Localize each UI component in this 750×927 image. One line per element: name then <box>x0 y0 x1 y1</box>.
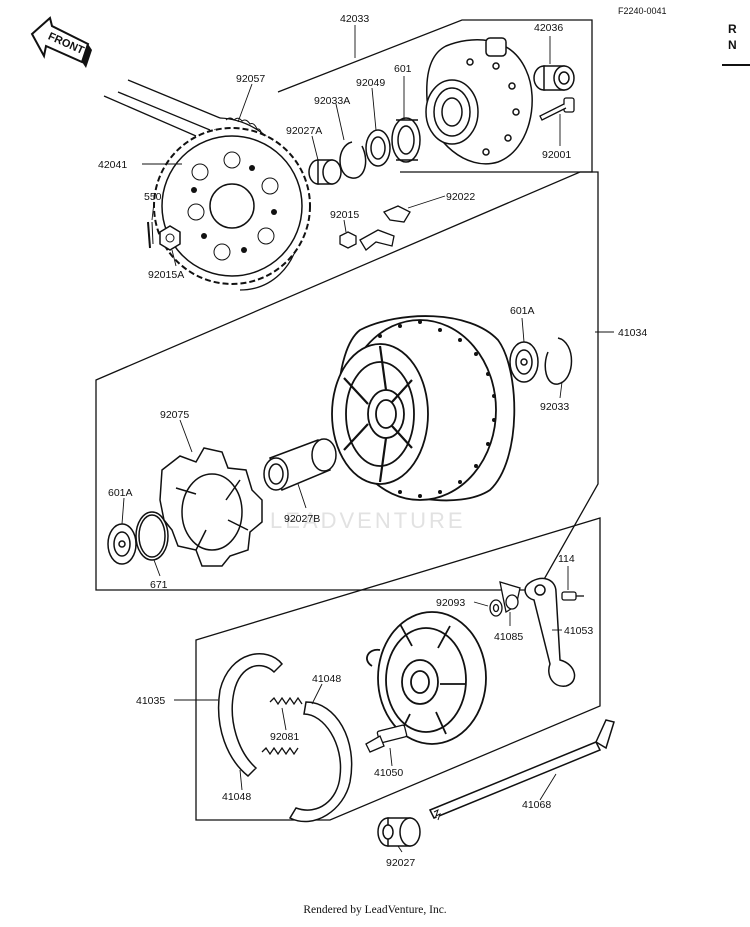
hub-spacer <box>533 65 575 91</box>
spoke-holes <box>378 320 496 498</box>
sprocket-hub <box>425 37 533 165</box>
label-42033: 42033 <box>340 13 369 25</box>
label-92049: 92049 <box>356 77 385 89</box>
label-92027B: 92027B <box>284 513 320 525</box>
label-41034: 41034 <box>618 327 647 339</box>
washer-92093 <box>489 599 503 617</box>
brake-springs-92081 <box>261 696 303 756</box>
damper-92075 <box>159 447 263 567</box>
sprocket-nut <box>159 225 181 251</box>
label-42041: 42041 <box>98 159 127 171</box>
label-92033: 92033 <box>540 401 569 413</box>
label-41068: 41068 <box>522 799 551 811</box>
circlip-92033 <box>544 337 573 385</box>
side-divider <box>722 64 750 66</box>
side-column: R N <box>718 0 750 922</box>
label-92057: 92057 <box>236 73 265 85</box>
wheel-bearing-601A-left <box>107 523 137 565</box>
rear-hub <box>331 315 516 502</box>
svg-text:LEADVENTURE: LEADVENTURE <box>270 508 466 533</box>
brake-cam-41050 <box>365 724 408 753</box>
brake-panel-41050 <box>366 611 487 745</box>
label-92081: 92081 <box>270 731 299 743</box>
wheel-bearing-601A-right <box>509 341 539 383</box>
side-header-1: R <box>728 22 737 36</box>
label-92075: 92075 <box>160 409 189 421</box>
leader-lines <box>121 25 614 853</box>
label-92015: 92015 <box>330 209 359 221</box>
nut-92015 <box>339 231 357 249</box>
rear-sprocket <box>153 127 311 285</box>
panel-brake <box>195 517 601 821</box>
hub-bolt <box>539 97 575 121</box>
label-92033A: 92033A <box>314 95 350 107</box>
panel-wheel <box>95 171 599 591</box>
cotter-pin <box>147 221 154 249</box>
label-41048-bottom: 41048 <box>222 791 251 803</box>
label-92093: 92093 <box>436 597 465 609</box>
label-671: 671 <box>150 579 168 591</box>
label-41035: 41035 <box>136 695 165 707</box>
hub-bearing-601 <box>391 117 421 163</box>
label-41053: 41053 <box>564 625 593 637</box>
hub-seal-92049 <box>365 129 391 167</box>
collar-92027 <box>377 817 421 847</box>
indicator-41085 <box>499 581 521 614</box>
label-42036: 42036 <box>534 22 563 34</box>
oring-671 <box>135 511 169 561</box>
label-114: 114 <box>558 553 575 565</box>
lock-washer-92022 <box>359 205 411 251</box>
label-92027A: 92027A <box>286 125 322 137</box>
collar-92027A <box>308 159 342 185</box>
label-601A-left: 601A <box>108 487 133 499</box>
axle-41068 <box>428 719 615 821</box>
label-92027: 92027 <box>386 857 415 869</box>
front-arrow-icon: FRONT <box>30 16 92 68</box>
label-41085: 41085 <box>494 631 523 643</box>
brake-arm-41053 <box>524 577 576 687</box>
side-header-2: N <box>728 38 737 52</box>
footer: Rendered by LeadVenture, Inc. <box>303 904 447 916</box>
label-41048-top: 41048 <box>312 673 341 685</box>
label-41050: 41050 <box>374 767 403 779</box>
drawing-code: F2240-0041 <box>618 6 667 16</box>
label-92022: 92022 <box>446 191 475 203</box>
collar-92027B <box>263 438 337 491</box>
bolt-114 <box>561 591 584 601</box>
panel-sprocket-hub <box>277 19 593 173</box>
brake-shoe-lower <box>288 701 353 823</box>
label-92001: 92001 <box>542 149 571 161</box>
callout-labels: 42033 42036 92057 601 92049 92033A 92027… <box>98 13 647 869</box>
circlip-92033A <box>339 141 367 179</box>
label-601: 601 <box>394 63 412 75</box>
label-550: 550 <box>144 191 162 203</box>
brake-shoe-upper <box>217 653 283 778</box>
label-601A-top: 601A <box>510 305 535 317</box>
label-92015A: 92015A <box>148 269 184 281</box>
